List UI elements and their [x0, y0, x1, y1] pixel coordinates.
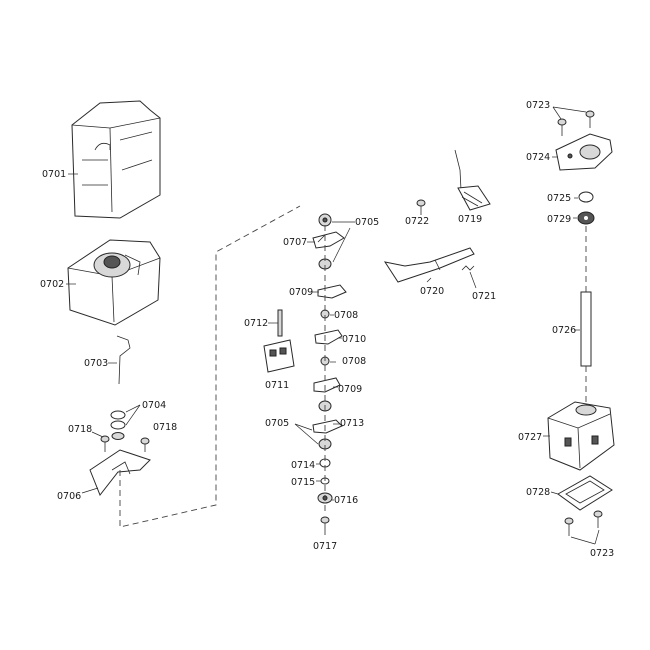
label-0704: 0704 — [142, 400, 166, 411]
label-0706: 0706 — [57, 491, 81, 502]
switch-block-0711-part[interactable] — [263, 339, 295, 373]
label-0722: 0722 — [405, 216, 429, 227]
label-0714: 0714 — [291, 460, 315, 471]
label-0729: 0729 — [547, 214, 571, 225]
label-0727: 0727 — [518, 432, 542, 443]
label-0715: 0715 — [291, 477, 315, 488]
label-0718-right: 0718 — [153, 422, 177, 433]
label-0718-left: 0718 — [68, 424, 92, 435]
mounting-bracket-part[interactable] — [89, 449, 151, 496]
screw-left-part[interactable] — [100, 435, 110, 452]
label-0708-bottom: 0708 — [342, 356, 366, 367]
switch-lever-bottom-part[interactable] — [313, 377, 341, 393]
screw-0722-part[interactable] — [416, 199, 426, 215]
screw-0723-left-part[interactable] — [557, 118, 567, 136]
screw-0717-part[interactable] — [320, 516, 330, 535]
label-0713: 0713 — [340, 418, 364, 429]
label-0723-bottom: 0723 — [590, 548, 614, 559]
label-0716: 0716 — [334, 495, 358, 506]
bushing-0729-part[interactable] — [577, 211, 595, 225]
ice-maker-housing-part[interactable] — [67, 239, 161, 326]
mounting-plate-0724-part[interactable] — [555, 133, 613, 171]
ring-0725-part[interactable] — [578, 191, 594, 203]
label-0705-top: 0705 — [355, 217, 379, 228]
sensor-0719-part[interactable] — [454, 149, 491, 211]
label-0710: 0710 — [342, 334, 366, 345]
label-0721: 0721 — [472, 291, 496, 302]
screw-0723-bottom-left-part[interactable] — [564, 517, 574, 536]
label-0707: 0707 — [283, 237, 307, 248]
label-0724: 0724 — [526, 152, 550, 163]
shaft-0726-part[interactable] — [580, 291, 592, 367]
washer-top-part[interactable] — [318, 213, 332, 227]
label-0709-bottom: 0709 — [338, 384, 362, 395]
screw-0723-right-part[interactable] — [585, 110, 595, 128]
label-0728: 0728 — [526, 487, 550, 498]
pin-0712-part[interactable] — [277, 309, 283, 337]
label-0702: 0702 — [40, 279, 64, 290]
spring-0721-part[interactable] — [461, 265, 475, 271]
wire-arm-part[interactable] — [116, 335, 131, 385]
motor-gearbox-0727-part[interactable] — [547, 401, 615, 471]
label-0705-bottom: 0705 — [265, 418, 289, 429]
switch-lever-mid-part[interactable] — [314, 329, 343, 345]
ice-bin-part[interactable] — [71, 100, 161, 219]
label-0709-top: 0709 — [289, 287, 313, 298]
label-0703: 0703 — [84, 358, 108, 369]
label-0717: 0717 — [313, 541, 337, 552]
screw-right-part[interactable] — [140, 437, 150, 452]
label-0723-top: 0723 — [526, 100, 550, 111]
shutoff-arm-0720-part[interactable] — [383, 247, 475, 283]
label-0701: 0701 — [42, 169, 66, 180]
lever-0713-part[interactable] — [312, 419, 343, 434]
label-0725: 0725 — [547, 193, 571, 204]
label-0719: 0719 — [458, 214, 482, 225]
switch-lever-top-part[interactable] — [317, 284, 347, 299]
label-0720: 0720 — [420, 286, 444, 297]
cam-lever-part[interactable] — [312, 231, 345, 249]
label-0726: 0726 — [552, 325, 576, 336]
label-0711: 0711 — [265, 380, 289, 391]
label-0708-top: 0708 — [334, 310, 358, 321]
gasket-0728-part[interactable] — [557, 475, 613, 511]
label-0712: 0712 — [244, 318, 268, 329]
screw-0723-bottom-right-part[interactable] — [593, 510, 603, 528]
washer-stack-part[interactable] — [110, 410, 126, 440]
